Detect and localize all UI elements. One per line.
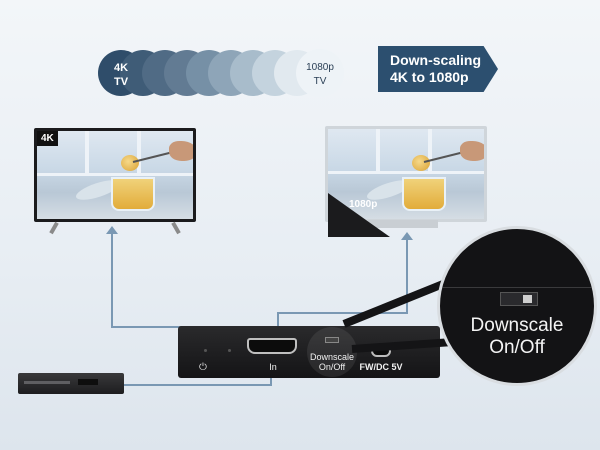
start-label-line: 4K: [113, 62, 129, 74]
port-label: FW/DC 5V: [359, 362, 403, 372]
zoomed-switch: [500, 292, 538, 306]
switch-label-line: Downscale: [309, 352, 355, 362]
end-label-line: 1080p: [306, 62, 334, 73]
zoom-label-line: Downscale: [470, 315, 564, 336]
end-label-line: TV: [313, 76, 327, 87]
downscaler-device: [178, 326, 440, 378]
resolution-badge: 1080p: [349, 199, 378, 210]
connector-line: [124, 384, 272, 386]
resolution-badge: 4K: [37, 131, 58, 146]
banner-line: 4K to 1080p: [390, 69, 469, 85]
downscaling-banner: Down-scaling 4K to 1080p: [378, 46, 498, 92]
tv-leg: [49, 221, 59, 235]
led-dot: [228, 349, 231, 352]
tv-stand: [368, 220, 438, 228]
switch-label-line: On/Off: [318, 362, 346, 372]
tv-screen: [37, 131, 193, 219]
connector-line: [277, 312, 408, 314]
hdmi-port: [247, 338, 297, 354]
end-label: 1080p TV: [298, 61, 342, 89]
connector-line: [111, 326, 181, 328]
hdmi-label: In: [269, 362, 277, 372]
banner-line: Down-scaling: [390, 52, 482, 68]
switch-highlight: [307, 327, 357, 377]
switch-zoom-callout: Downscale On/Off: [437, 226, 597, 386]
zoom-label-line: On/Off: [489, 337, 545, 358]
power-icon: ⏻: [199, 362, 207, 373]
switch-label: Downscale On/Off: [306, 352, 358, 372]
tv-leg: [171, 221, 181, 235]
badge-shape: [328, 193, 390, 237]
zoom-label: Downscale On/Off: [440, 315, 594, 359]
downscale-switch[interactable]: [325, 337, 339, 343]
start-label-line: TV: [113, 76, 129, 88]
start-label: 4K TV: [103, 61, 139, 89]
callout-connector: [342, 279, 448, 328]
connector-line: [111, 232, 113, 328]
arrow-up-icon: [401, 232, 413, 240]
tv-screen: [328, 129, 484, 219]
connector-line: [406, 238, 408, 314]
scale-circle-end: [296, 49, 344, 97]
led-dot: [204, 349, 207, 352]
arrow-up-icon: [106, 226, 118, 234]
